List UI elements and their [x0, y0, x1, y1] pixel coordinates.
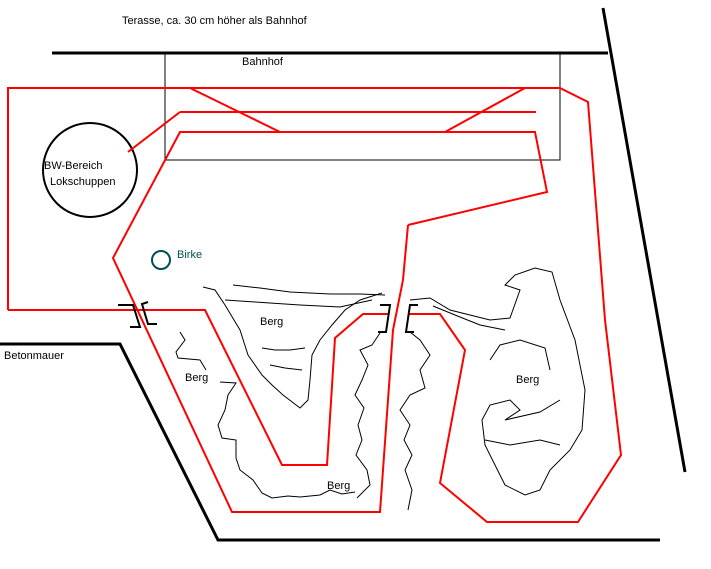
- contours: [175, 267, 586, 511]
- inner-track: [111, 131, 549, 513]
- station-area: [164, 53, 561, 161]
- contour: [484, 439, 561, 446]
- contour: [269, 364, 303, 371]
- outer-track: [7, 87, 623, 523]
- contour: [409, 267, 586, 496]
- tracks: [7, 87, 623, 523]
- concrete-wall: [0, 342, 660, 542]
- depot-circle: [42, 122, 138, 218]
- right-wall: [601, 7, 687, 473]
- bridge-mid-a: [378, 304, 392, 333]
- bridge-left-a: [118, 304, 142, 328]
- contour: [217, 381, 356, 499]
- bridge-mid-b: [404, 304, 418, 333]
- depot-label-line2: Lokschuppen: [50, 176, 116, 188]
- outer-track-inner-loop: [8, 309, 388, 466]
- contour: [489, 339, 551, 371]
- mountain-label: Berg: [260, 316, 284, 328]
- contour: [202, 286, 383, 409]
- concrete-wall-label: Betonmauer: [4, 350, 64, 362]
- mountain-label: Berg: [516, 374, 540, 386]
- switch-right: [444, 87, 526, 133]
- terrace-label: Terasse, ca. 30 cm höher als Bahnhof: [122, 15, 307, 27]
- contour: [354, 332, 381, 499]
- mountain-label: Berg: [327, 480, 351, 492]
- switch-left: [189, 87, 281, 133]
- contour: [399, 331, 431, 511]
- bridge-left-b: [140, 301, 157, 325]
- station-outline: [164, 53, 561, 161]
- contour: [232, 284, 386, 296]
- birch-tree-icon: [151, 250, 171, 270]
- contour: [224, 299, 373, 308]
- birch-label: Birke: [177, 249, 203, 261]
- station-label: Bahnhof: [242, 56, 283, 68]
- depot-label-line1: BW-Bereich: [44, 160, 103, 172]
- contour: [261, 347, 306, 351]
- walls: [0, 7, 687, 542]
- depot-spur: [127, 111, 181, 153]
- contour: [175, 331, 207, 371]
- mountain-label: Berg: [185, 372, 209, 384]
- contour: [432, 305, 506, 331]
